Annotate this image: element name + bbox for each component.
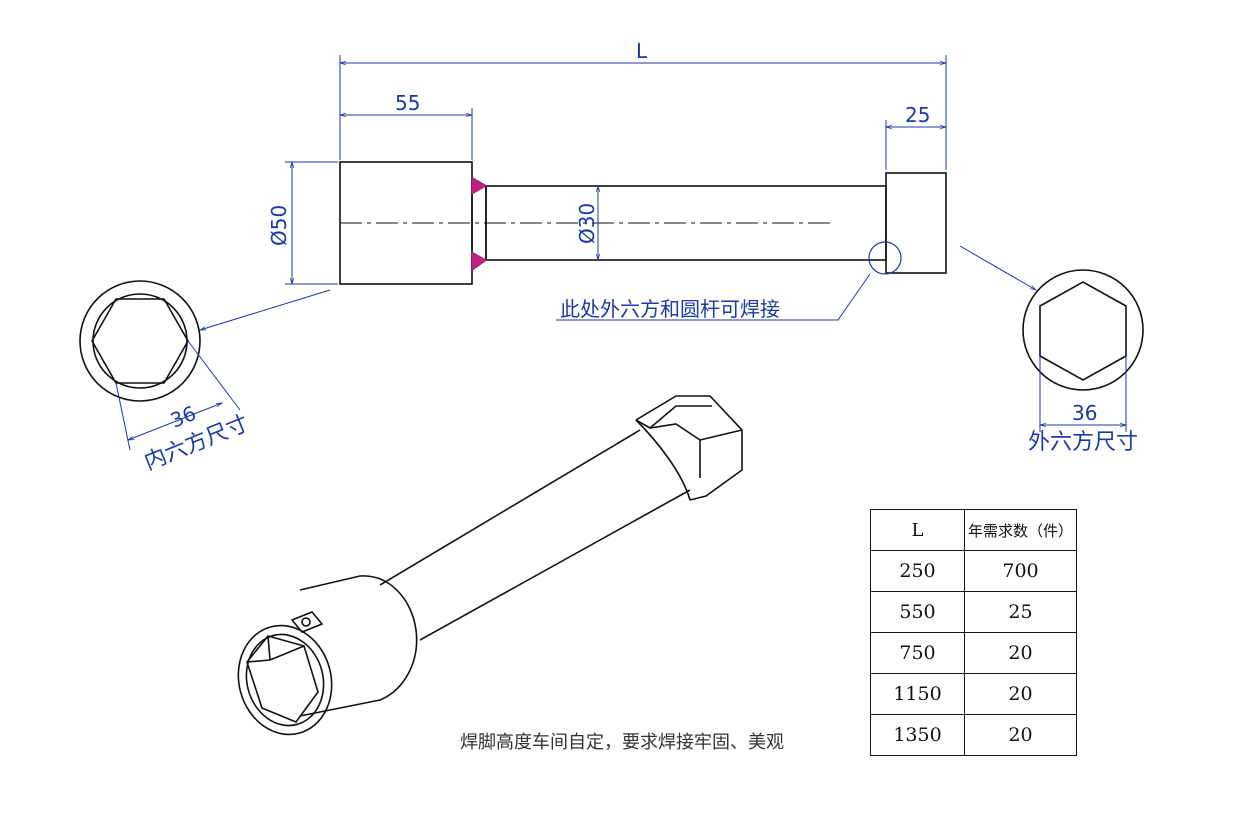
cell-L: 550	[870, 591, 965, 633]
hex-end	[885, 172, 947, 274]
table-row: 1150 20	[870, 673, 1077, 715]
dim-25: 25	[905, 103, 930, 127]
cell-qty: 20	[964, 632, 1077, 674]
cell-qty: 25	[964, 591, 1077, 633]
cell-L: 250	[870, 550, 965, 592]
outer-hex-label: 外六方尺寸	[1028, 430, 1138, 455]
dim-L: L	[636, 39, 648, 63]
dimension-lines	[198, 55, 1038, 331]
cell-qty: 700	[964, 550, 1077, 592]
isometric-view	[237, 395, 743, 736]
quantity-table: L 年需求数（件） 250 700 550 25 750 20 1150 20 …	[870, 509, 1077, 756]
weld-marks	[471, 177, 488, 271]
dim-diameter-50: Ø50	[267, 205, 291, 246]
cell-qty: 20	[964, 714, 1077, 756]
table-header-row: L 年需求数（件）	[870, 509, 1077, 551]
dim-55: 55	[395, 91, 420, 115]
cell-L: 1150	[870, 673, 965, 715]
table-row: 1350 20	[870, 714, 1077, 756]
table-row: 250 700	[870, 550, 1077, 592]
cell-L: 1350	[870, 714, 965, 756]
outer-hex-dimension	[1038, 356, 1128, 432]
header-annual-demand: 年需求数（件）	[964, 509, 1077, 551]
inner-hex-size: 36	[167, 401, 200, 433]
weld-requirement-note: 焊脚高度车间自定，要求焊接牢固、美观	[460, 732, 784, 753]
header-L: L	[870, 509, 965, 551]
outer-hex-view	[1022, 269, 1144, 391]
table-row: 550 25	[870, 591, 1077, 633]
inner-hex-view	[79, 280, 201, 402]
cell-L: 750	[870, 632, 965, 674]
weld-note: 此处外六方和圆杆可焊接	[560, 297, 780, 321]
cell-qty: 20	[964, 673, 1077, 715]
outer-hex-size: 36	[1072, 401, 1097, 425]
dim-diameter-30: Ø30	[575, 203, 599, 244]
table-row: 750 20	[870, 632, 1077, 674]
inner-hex-dimension	[115, 340, 241, 451]
weld-spot-circle	[868, 241, 902, 275]
